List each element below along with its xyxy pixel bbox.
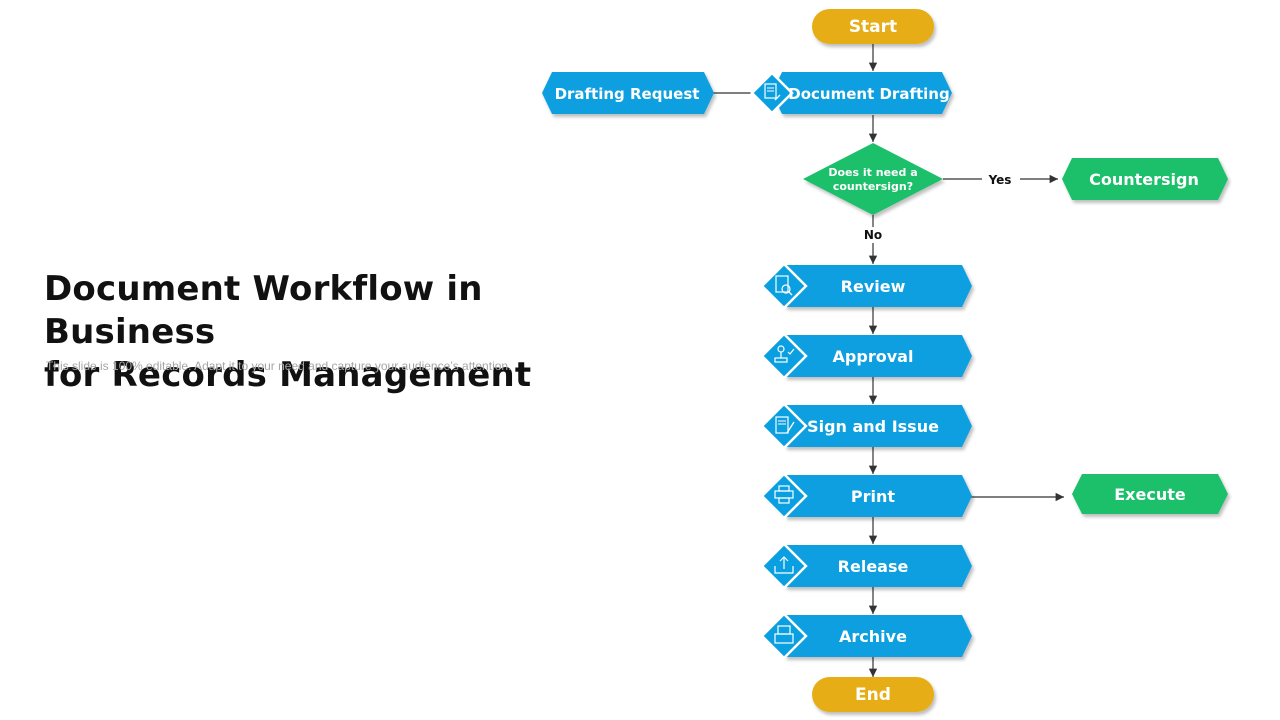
approval-node: Approval <box>760 332 972 380</box>
decision-label-line-1: Does it need a <box>828 166 917 179</box>
document-drafting-node: Document Drafting <box>750 71 952 115</box>
slide-subtitle: This slide is 100% editable. Adapt it to… <box>46 359 512 373</box>
countersign-label: Countersign <box>1089 170 1199 189</box>
decision-label-line-2: countersign? <box>833 180 913 193</box>
document-drafting-label: Document Drafting <box>788 85 949 103</box>
archive-label: Archive <box>839 627 907 646</box>
archive-box-icon <box>760 612 808 660</box>
archive-node: Archive <box>760 612 972 660</box>
drafting-request-label: Drafting Request <box>555 85 700 103</box>
start-node: Start <box>812 9 934 44</box>
title-line-2: for Records Management <box>44 355 532 395</box>
sign-and-issue-node: Sign and Issue <box>760 402 972 450</box>
end-label: End <box>855 685 891 705</box>
execute-node: Execute <box>1072 474 1228 514</box>
yes-label: Yes <box>988 173 1012 187</box>
document-sign-icon <box>760 402 808 450</box>
release-label: Release <box>838 557 909 576</box>
print-label: Print <box>851 487 895 506</box>
start-label: Start <box>849 17 897 37</box>
end-node: End <box>812 677 934 712</box>
document-search-icon <box>760 262 808 310</box>
upload-tray-icon <box>760 542 808 590</box>
countersign-decision-node: Does it need a countersign? <box>803 143 943 215</box>
approval-label: Approval <box>833 347 914 366</box>
stamp-icon <box>760 332 808 380</box>
no-label: No <box>864 228 882 242</box>
release-node: Release <box>760 542 972 590</box>
title-line-1: Document Workflow in Business <box>44 269 483 352</box>
execute-label: Execute <box>1114 485 1186 504</box>
drafting-request-node: Drafting Request <box>542 72 714 114</box>
printer-icon <box>760 472 808 520</box>
review-label: Review <box>841 277 906 296</box>
print-node: Print <box>760 472 972 520</box>
countersign-node: Countersign <box>1062 158 1228 200</box>
sign-and-issue-label: Sign and Issue <box>807 417 939 436</box>
slide-title: Document Workflow in Business for Record… <box>44 268 644 397</box>
review-node: Review <box>760 262 972 310</box>
document-pen-icon <box>750 71 794 115</box>
